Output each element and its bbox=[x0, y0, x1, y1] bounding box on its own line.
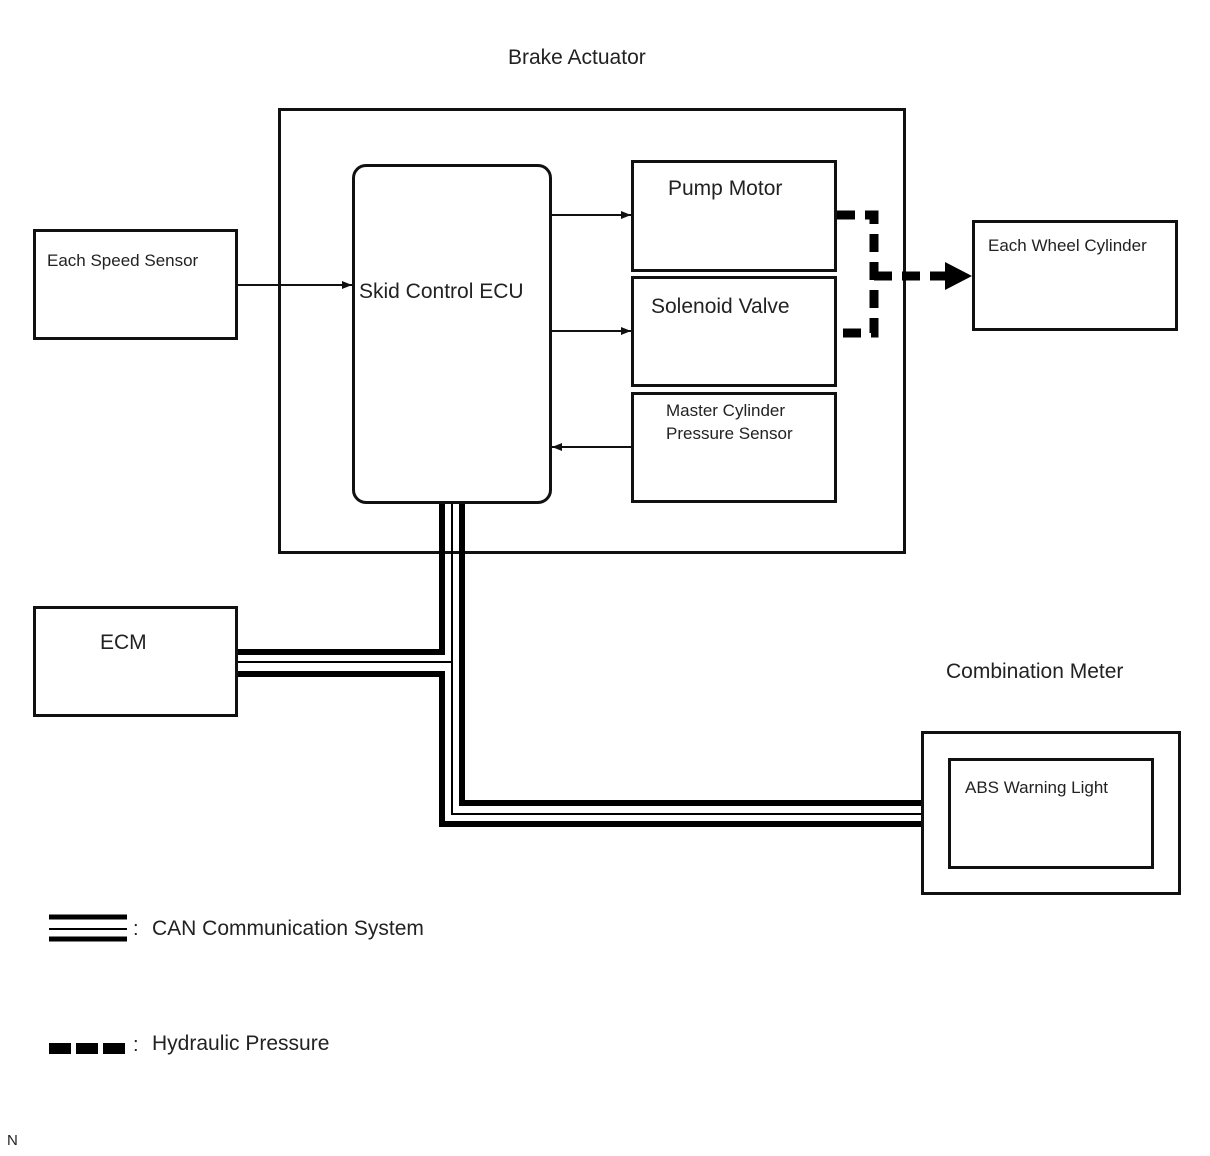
hydraulic-arrowhead bbox=[945, 262, 972, 290]
brake-actuator-title: Brake Actuator bbox=[508, 46, 646, 69]
pump-motor-block bbox=[631, 160, 837, 272]
solenoid-valve-block bbox=[631, 276, 837, 387]
skid-control-ecu-block bbox=[352, 164, 552, 504]
corner-mark: N bbox=[7, 1132, 18, 1149]
skid-control-ecu-label: Skid Control ECU bbox=[359, 280, 524, 303]
hydraulic-line bbox=[837, 210, 950, 338]
legend-hydraulic-icon bbox=[49, 1043, 125, 1054]
legend-hydraulic-separator: : bbox=[133, 1034, 139, 1056]
combination-meter-title: Combination Meter bbox=[946, 660, 1124, 683]
can-bus-ecm bbox=[238, 504, 921, 827]
legend-hydraulic-label: Hydraulic Pressure bbox=[152, 1032, 330, 1055]
pump-motor-label: Pump Motor bbox=[668, 177, 783, 200]
ecm-block bbox=[33, 606, 238, 717]
speed-sensor-block bbox=[33, 229, 238, 340]
wheel-cylinder-block bbox=[972, 220, 1178, 331]
abs-warning-light-block bbox=[948, 758, 1154, 869]
master-cylinder-label-2: Pressure Sensor bbox=[666, 424, 793, 443]
legend-can-icon bbox=[49, 914, 127, 942]
abs-warning-light-label: ABS Warning Light bbox=[965, 778, 1108, 797]
master-cylinder-sensor-block bbox=[631, 392, 837, 503]
ecm-label: ECM bbox=[100, 631, 147, 654]
can-bus-meter bbox=[451, 504, 921, 815]
legend-can-separator: : bbox=[133, 918, 139, 940]
speed-sensor-label: Each Speed Sensor bbox=[47, 251, 199, 270]
solenoid-valve-label: Solenoid Valve bbox=[651, 295, 790, 318]
wheel-cylinder-label: Each Wheel Cylinder bbox=[988, 236, 1147, 255]
legend-can-label: CAN Communication System bbox=[152, 917, 424, 940]
master-cylinder-label-1: Master Cylinder bbox=[666, 401, 786, 420]
